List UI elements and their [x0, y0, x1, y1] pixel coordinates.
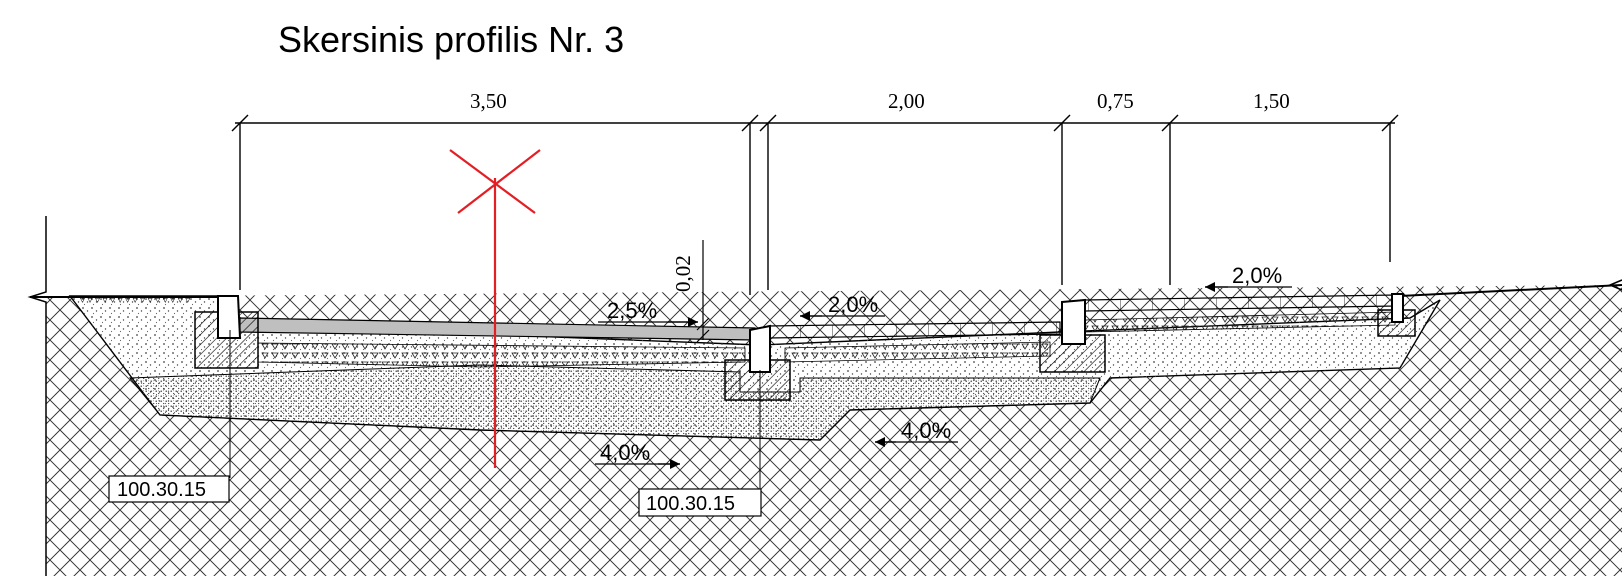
road-axis-marker [449, 149, 541, 468]
thickness-label: 0,02 [671, 255, 695, 292]
dimension-2-00: 2,00 [888, 89, 925, 113]
topsoil-marks: ▿ ▿ ▿ ▿ ▿ ▿ ▿ ▿ ▿ ▿ ▿ ▿ ▿ ▿ ▿ [80, 295, 190, 306]
slope-sidewalk: 2,0% [800, 292, 885, 321]
svg-text:4,0%: 4,0% [600, 440, 650, 465]
code-box-center [638, 488, 762, 517]
curb-stone-left [217, 295, 242, 339]
drawing-title: Skersinis profilis Nr. 3 [278, 19, 624, 60]
code-label-center: 100.30.15 [646, 493, 735, 515]
break-line-right [1608, 279, 1622, 291]
curb-stone-center [749, 324, 771, 373]
dimension-0-75: 0,75 [1097, 89, 1134, 113]
svg-text:2,0%: 2,0% [1232, 263, 1282, 288]
dimension-3-50: 3,50 [470, 89, 507, 113]
edge-stone-far-right [1391, 293, 1404, 323]
ground-surface-right [1399, 284, 1622, 297]
svg-text:2,0%: 2,0% [828, 292, 878, 317]
dimension-chain [231, 114, 1399, 295]
thickness-dimension [696, 240, 710, 343]
code-label-left: 100.30.15 [117, 479, 206, 501]
slope-path: 2,0% [1205, 263, 1292, 292]
code-box-left [108, 475, 230, 503]
slope-subgrade-right: 4,0% [875, 418, 958, 447]
break-line-left [27, 216, 47, 576]
slope-subgrade-left: 4,0% [595, 440, 680, 469]
slope-road: 2,5% [598, 298, 698, 327]
svg-text:4,0%: 4,0% [901, 418, 951, 443]
dimension-1-50: 1,50 [1253, 89, 1290, 113]
svg-text:2,5%: 2,5% [607, 298, 657, 323]
curb-stone-right [1061, 298, 1086, 345]
